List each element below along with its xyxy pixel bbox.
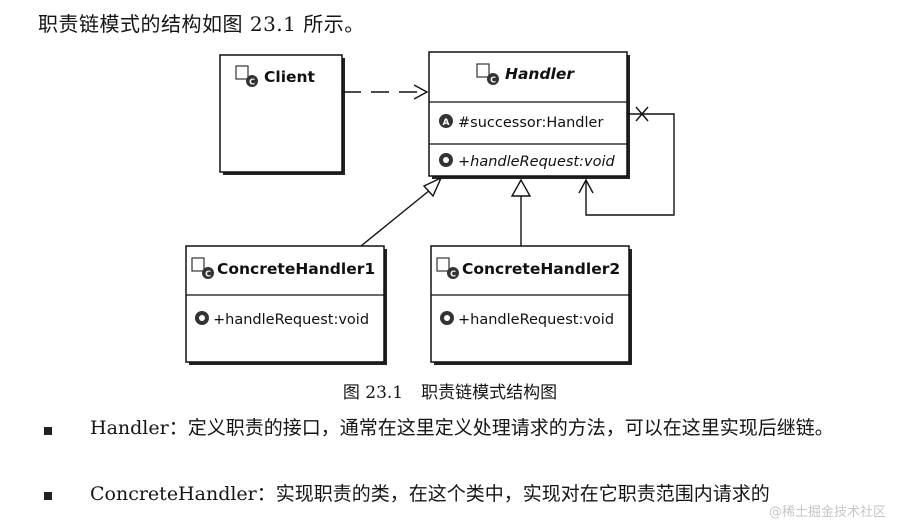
class-badge-letter: C (205, 270, 211, 279)
attribute-badge-letter: A (443, 118, 450, 128)
class-icon: C (235, 65, 258, 87)
concrete-handler2-operation: +handleRequest:void (458, 312, 614, 328)
handler-class: C Handler A #successor:Handler +handleRe… (428, 51, 630, 179)
bullet-item-concrete-handler: ConcreteHandler：实现职责的类，在这个类中，实现对在它职责范围内请… (90, 478, 880, 510)
concrete-handler1-name: ConcreteHandler1 (217, 260, 375, 278)
bullet-term: ConcreteHandler： (90, 483, 276, 505)
class-icon: C (191, 257, 214, 279)
class-badge-letter: C (450, 270, 456, 279)
concrete-handler2-name: ConcreteHandler2 (462, 260, 620, 278)
client-class: C Client (219, 54, 345, 175)
handler-attribute: #successor:Handler (458, 115, 603, 131)
client-class-name: Client (264, 68, 316, 86)
class-icon: C (436, 257, 459, 279)
uml-class-diagram: C Client C Handler A #successor:Handler … (185, 51, 675, 365)
handler-operation: +handleRequest:void (458, 154, 615, 170)
class-badge-letter: C (490, 76, 496, 85)
concrete-handler1-operation: +handleRequest:void (213, 312, 369, 328)
generalization-arrow-1 (360, 176, 443, 247)
operation-icon (439, 153, 453, 167)
intro-paragraph: 职责链模式的结构如图 23.1 所示。 (38, 12, 365, 36)
bullet-description: 实现职责的类，在这个类中，实现对在它职责范围内请求的 (275, 483, 770, 505)
bullet-marker (44, 427, 52, 435)
class-badge-letter: C (249, 78, 255, 87)
bullet-marker (44, 492, 52, 500)
operation-icon (195, 311, 209, 325)
class-icon: C (476, 63, 499, 85)
bullet-description: 定义职责的接口，通常在这里定义处理请求的方法，可以在这里实现后继链。 (187, 417, 834, 439)
concrete-handler2-class: C ConcreteHandler2 +handleRequest:void (430, 245, 632, 365)
handler-class-name: Handler (505, 65, 575, 83)
figure-title: 职责链模式结构图 (421, 383, 558, 403)
bullet-term: Handler： (90, 417, 188, 439)
figure-caption: 图 23.1 职责链模式结构图 (0, 378, 900, 403)
dependency-arrow (343, 84, 429, 100)
attribute-icon: A (439, 114, 453, 128)
watermark: @稀土掘金技术社区 (768, 505, 886, 520)
successor-self-association (578, 106, 675, 216)
concrete-handler1-class: C ConcreteHandler1 +handleRequest:void (185, 245, 387, 365)
operation-icon (440, 311, 454, 325)
bullet-item-handler: Handler：定义职责的接口，通常在这里定义处理请求的方法，可以在这里实现后继… (90, 412, 880, 444)
generalization-arrow-2 (510, 178, 532, 246)
figure-number: 图 23.1 (342, 383, 404, 403)
